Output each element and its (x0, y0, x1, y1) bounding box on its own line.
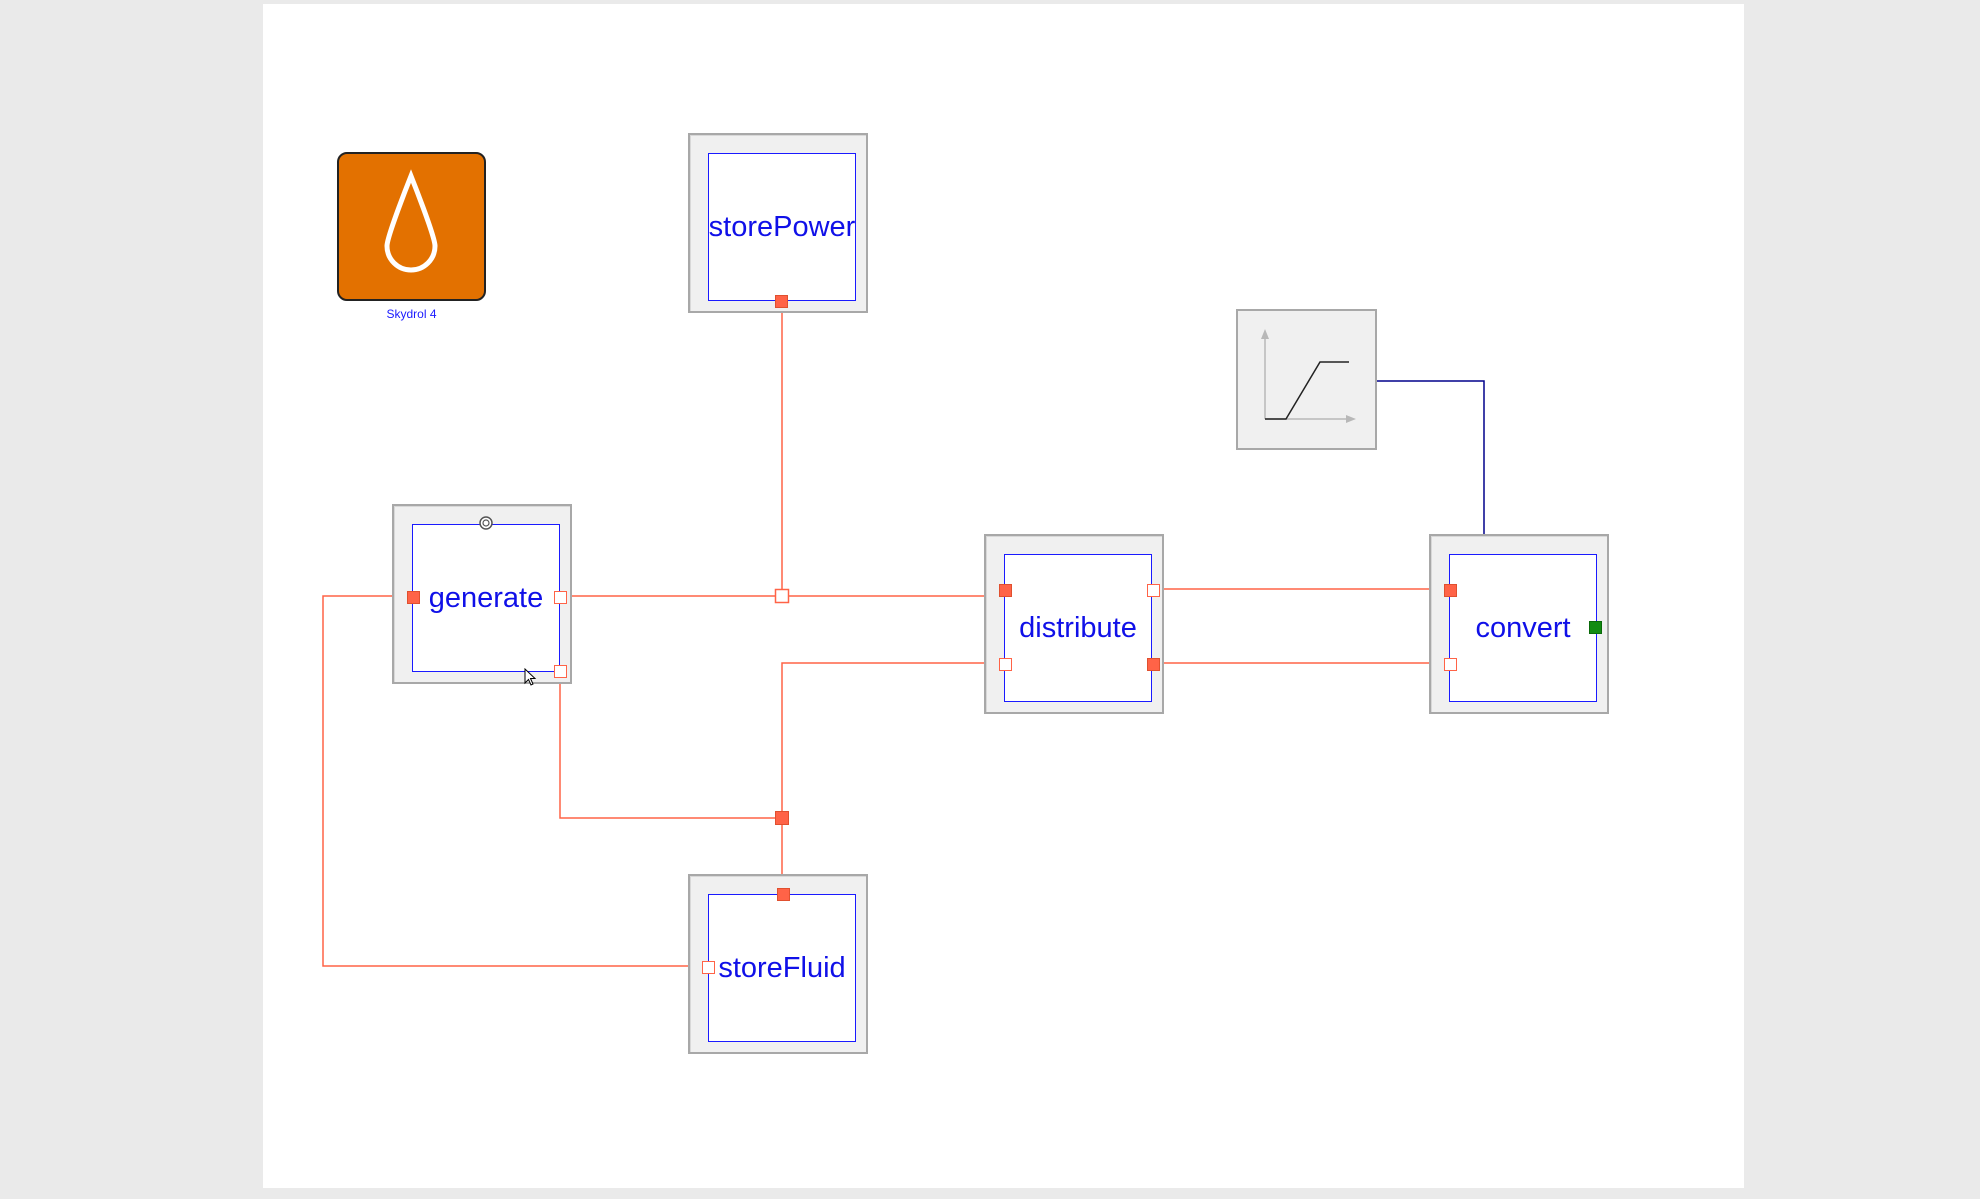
convert-port-left-upper[interactable] (1444, 584, 1457, 597)
block-generate[interactable]: generate (392, 504, 572, 684)
mouse-cursor-icon (524, 668, 537, 686)
heat-port-icon[interactable] (478, 515, 494, 531)
block-distribute[interactable]: distribute (984, 534, 1164, 714)
block-convert-body: convert (1449, 554, 1597, 702)
block-generate-label: generate (428, 581, 544, 614)
block-storepower-label: storePower (708, 210, 856, 243)
droplet-icon (384, 169, 438, 273)
block-storepower[interactable]: storePower (688, 133, 868, 313)
ramp-icon (1261, 329, 1356, 423)
storefluid-port-left[interactable] (702, 961, 715, 974)
storefluid-port-top[interactable] (777, 888, 790, 901)
block-distribute-body: distribute (1004, 554, 1152, 702)
fluid-label: Skydrol 4 (386, 307, 437, 321)
distribute-port-left-lower[interactable] (999, 658, 1012, 671)
fluid-medium-icon[interactable] (337, 152, 486, 301)
block-generate-body: generate (412, 524, 560, 672)
block-storefluid[interactable]: storeFluid (688, 874, 868, 1054)
generate-port-right[interactable] (554, 591, 567, 604)
block-storefluid-label: storeFluid (718, 951, 846, 984)
storepower-port[interactable] (775, 295, 788, 308)
generate-port-left[interactable] (407, 591, 420, 604)
convert-output-port[interactable] (1589, 621, 1602, 634)
block-distribute-label: distribute (1019, 611, 1137, 644)
distribute-port-right-lower[interactable] (1147, 658, 1160, 671)
block-storepower-body: storePower (708, 153, 856, 301)
block-convert-label: convert (1475, 611, 1571, 644)
distribute-port-right-upper[interactable] (1147, 584, 1160, 597)
block-storefluid-body: storeFluid (708, 894, 856, 1042)
generate-port-lower[interactable] (554, 665, 567, 678)
convert-port-left-lower[interactable] (1444, 658, 1457, 671)
block-convert[interactable]: convert (1429, 534, 1609, 714)
ramp-source-block[interactable] (1236, 309, 1377, 450)
distribute-port-left-upper[interactable] (999, 584, 1012, 597)
